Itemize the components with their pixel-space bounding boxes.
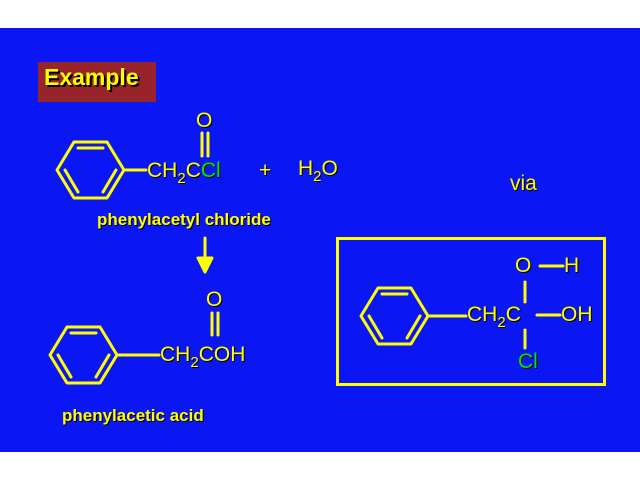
carbonyl-bond-reactant [200,131,210,158]
example-label-box [38,62,156,102]
product-carbonyl-oxygen: O [206,288,223,311]
benzene-ring-reactant [55,140,148,200]
benzene-ring-product [48,325,161,385]
plus-sign: + [259,159,272,182]
product-formula: CH2COH [160,343,246,371]
intermediate-chlorine: Cl [518,350,538,373]
intermediate-top-hydrogen: H [564,254,580,277]
benzene-ring-intermediate [359,286,468,346]
intermediate-hydroxyl: OH [561,303,593,326]
carbonyl-bond-product [210,311,220,337]
reactant-formula: CH2CCl [147,159,221,187]
reaction-arrow [196,236,214,274]
intermediate-box [336,237,606,386]
example-label: Example [44,64,139,90]
reactant-carbonyl-oxygen: O [196,109,213,132]
water-formula: H2O [298,157,338,185]
intermediate-formula: CH2C [467,303,521,331]
intermediate-top-oxygen: O [515,254,532,277]
product-name: phenylacetic acid [62,406,204,425]
reactant-name: phenylacetyl chloride [97,210,271,229]
via-label: via [510,172,537,195]
intermediate-bonds [523,264,565,350]
